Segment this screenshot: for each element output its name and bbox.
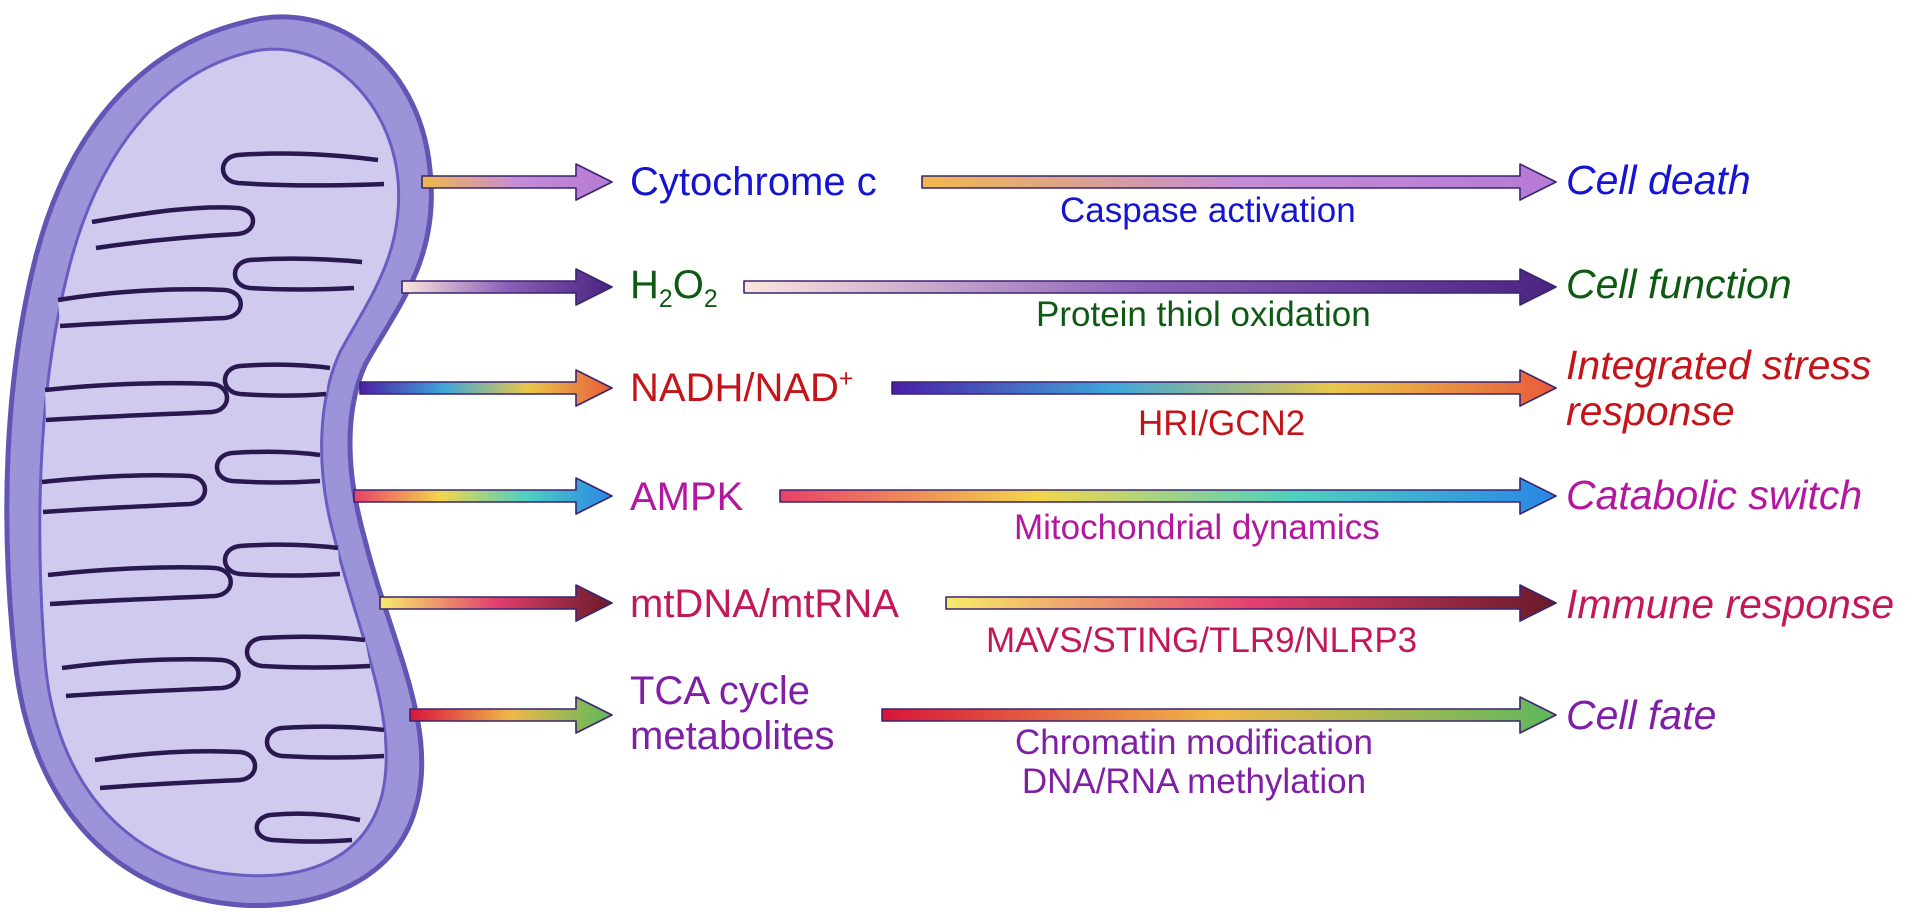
arrow-outcome-3: [779, 477, 1557, 515]
mechanism-text: HRI/GCN2: [1138, 404, 1306, 443]
signal-label-nadh-nad: NADH/NAD+: [630, 366, 853, 411]
arrow-signal-4: [379, 584, 613, 622]
signal-text: metabolites: [630, 713, 835, 758]
mechanism-label-protein-thiol-oxidation: Protein thiol oxidation: [1036, 295, 1371, 334]
signal-label-mtdna-mtrna: mtDNA/mtRNA: [630, 582, 899, 627]
outcome-label-cell-fate: Cell fate: [1566, 692, 1717, 739]
crista: [214, 449, 321, 485]
signal-text: H: [630, 263, 659, 307]
signal-text: AMPK: [630, 475, 744, 519]
crista: [222, 362, 331, 398]
outcome-label-cell-death: Cell death: [1566, 157, 1751, 204]
crista: [57, 287, 243, 329]
mechanism-label-mitochondrial-dynamics: Mitochondrial dynamics: [1014, 508, 1380, 547]
mechanism-text: DNA/RNA methylation: [1021, 762, 1367, 802]
arrow-outcome-5: [881, 696, 1557, 734]
crista: [264, 724, 385, 760]
signal-subscript: 2: [703, 286, 718, 313]
arrow-signal-5: [409, 696, 613, 734]
arrow-signal-3: [353, 477, 613, 515]
signal-text: mtDNA/mtRNA: [630, 582, 899, 626]
mitochondrion: [4, 14, 434, 909]
crista: [254, 811, 361, 844]
mechanism-text: Chromatin modification: [1015, 723, 1373, 762]
signal-superscript: +: [838, 365, 854, 393]
outcome-text: Catabolic switch: [1566, 472, 1863, 518]
arrows-layer: [353, 163, 1557, 734]
signal-text: O: [672, 263, 704, 307]
crista: [91, 205, 256, 251]
outcome-label-catabolic-switch: Catabolic switch: [1566, 472, 1863, 519]
signal-label-cytochrome-c: Cytochrome c: [630, 160, 877, 205]
crista: [94, 749, 258, 791]
mechanism-label-caspase-activation: Caspase activation: [1060, 191, 1356, 230]
signal-label-ampk: AMPK: [630, 475, 743, 520]
crista: [44, 380, 230, 423]
signal-subscript: 2: [658, 286, 673, 313]
crista: [232, 256, 363, 292]
arrow-outcome-4: [945, 584, 1557, 622]
outcome-text: Cell death: [1566, 157, 1751, 203]
crista: [41, 473, 208, 515]
outcome-text: Immune response: [1566, 581, 1895, 627]
mechanism-text: Protein thiol oxidation: [1036, 295, 1371, 334]
mechanism-text: Caspase activation: [1060, 191, 1356, 230]
arrow-signal-2: [359, 369, 613, 407]
cristae: [41, 151, 385, 844]
signal-text: Cytochrome c: [630, 160, 877, 204]
crista: [47, 565, 233, 607]
mechanism-label-mavs-sting-tlr9-nlrp3: MAVS/STING/TLR9/NLRP3: [986, 621, 1417, 660]
crista: [222, 542, 341, 578]
arrow-outcome-2: [891, 369, 1557, 407]
arrow-signal-0: [421, 163, 613, 201]
outcome-text: Integrated stress: [1566, 342, 1872, 388]
outcome-label-immune-response: Immune response: [1566, 581, 1895, 628]
crista: [244, 634, 371, 670]
mechanism-label-hri-gcn2: HRI/GCN2: [1138, 404, 1305, 443]
outcome-text: Cell function: [1566, 261, 1792, 307]
arrow-outcome-0: [921, 163, 1557, 201]
arrow-signal-1: [401, 268, 613, 306]
signal-text: NADH/NAD: [630, 366, 839, 410]
crista: [61, 657, 241, 699]
signal-text: TCA cycle: [630, 669, 811, 713]
mechanism-text: Mitochondrial dynamics: [1014, 508, 1380, 547]
crista: [220, 151, 385, 188]
outcome-text: Cell fate: [1566, 692, 1717, 738]
signal-label-h2o2: H2O2: [630, 263, 718, 312]
outcome-label-cell-function: Cell function: [1566, 261, 1792, 308]
outcome-text: response: [1566, 387, 1735, 434]
arrow-outcome-1: [743, 268, 1557, 306]
mechanism-text: MAVS/STING/TLR9/NLRP3: [986, 621, 1418, 660]
